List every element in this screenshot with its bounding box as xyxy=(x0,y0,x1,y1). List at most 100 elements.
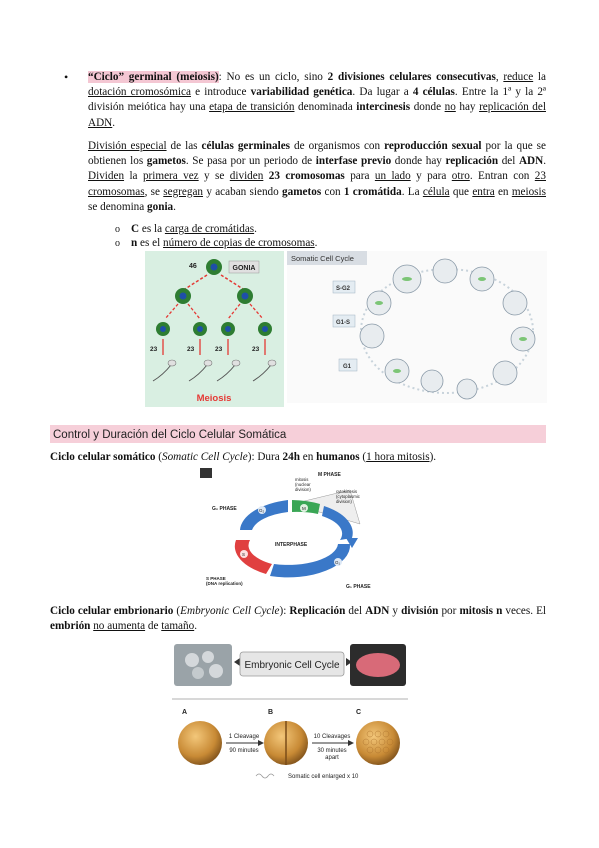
text-segment: veces. El xyxy=(502,605,547,617)
embryo-figure-title: Embryonic Cell Cycle xyxy=(244,660,339,671)
m-phase-label: M PHASE xyxy=(318,472,341,478)
text-segment: . xyxy=(173,200,176,213)
text-segment: replicación del ADN xyxy=(88,101,546,129)
arrow2-line2: 30 minutes xyxy=(317,748,346,754)
text-segment: y xyxy=(389,605,402,617)
text-segment: en xyxy=(299,451,317,463)
text-segment: . Da lugar a xyxy=(352,86,413,99)
somatic-cycle-diagram: Somatic Cell Cycle S-G2 G1-S G1 xyxy=(287,251,536,400)
text-segment: . Entran con xyxy=(469,170,535,183)
interphase-label: INTERPHASE xyxy=(275,542,308,548)
text-segment: Ciclo celular somático xyxy=(50,451,156,463)
somatic-figure-title: Somatic Cell Cycle xyxy=(291,254,354,263)
text-segment: del xyxy=(345,605,366,617)
label-g1: G1 xyxy=(343,364,352,370)
g1-marker: G₁ xyxy=(335,560,341,565)
text-segment: que xyxy=(449,185,473,198)
text-segment: División especial xyxy=(88,140,167,152)
gamete-n-4: 23 xyxy=(252,346,260,353)
sub-bullet-c: C es la carga de cromátidas. xyxy=(131,222,431,237)
text-segment: 24h xyxy=(282,451,300,463)
text-segment: la xyxy=(124,170,143,183)
g2-phase-label: G₂ PHASE xyxy=(212,506,237,512)
meiosis-46: 46 xyxy=(189,263,197,270)
text-segment: etapa de transición xyxy=(209,101,295,114)
text-segment: entra xyxy=(472,185,495,198)
embryonic-cycle-figure: Embryonic Cell Cycle A B C 1 Cleavage xyxy=(172,640,408,780)
somatic-cycle-figure: Somatic Cell Cycle S-G2 G1-S G1 xyxy=(287,251,547,403)
text-segment: . La xyxy=(401,185,423,198)
text-segment: se denomina xyxy=(88,200,148,213)
meiosis-paragraph-1: “Ciclo” germinal (meiosis): No es un cic… xyxy=(88,70,546,131)
embryo-b-label: B xyxy=(268,709,273,716)
text-segment: y para xyxy=(410,170,452,183)
sub-bullet-marker: o xyxy=(115,238,120,249)
text-segment: tamaño xyxy=(161,620,195,633)
text-segment: : No es un ciclo, sino xyxy=(218,71,328,83)
text-segment: carga de cromátidas xyxy=(164,223,255,235)
sub-bullet-marker: o xyxy=(115,224,120,235)
text-segment: variabilidad genética xyxy=(250,86,353,99)
arrow2-line1: 10 Cleavages xyxy=(314,734,351,740)
text-segment: intercinesis xyxy=(356,101,411,114)
text-segment: . xyxy=(314,237,318,249)
text-segment: y se xyxy=(198,170,230,183)
text-segment: n xyxy=(131,237,138,249)
text-segment: segregan xyxy=(163,185,204,198)
text-segment: ADN xyxy=(518,155,544,168)
text-segment: primera vez xyxy=(142,170,199,183)
text-segment: ): xyxy=(279,605,290,617)
gamete-n-1: 23 xyxy=(150,346,158,353)
text-segment: . Se pasa por un periodo de xyxy=(185,155,316,168)
text-segment: ( xyxy=(155,451,162,463)
text-segment: un lado xyxy=(374,170,411,183)
s-marker: S xyxy=(242,552,245,557)
text-segment: meiosis xyxy=(511,185,546,198)
gamete-n-3: 23 xyxy=(215,346,223,353)
embryo-a-label: A xyxy=(182,709,187,716)
text-segment: donde hay xyxy=(391,155,446,168)
embryo-c-label: C xyxy=(356,709,361,716)
text-segment: , se xyxy=(144,185,164,198)
arrow2-line3: apart xyxy=(325,755,339,761)
text-segment: número de copias de cromosomas xyxy=(163,237,315,249)
text-segment: Replicación xyxy=(289,605,346,617)
text-segment: . xyxy=(112,116,116,129)
text-segment: 4 células xyxy=(412,86,455,99)
text-segment: otro xyxy=(451,170,470,183)
text-segment: Somatic Cell Cycle xyxy=(161,451,248,463)
s-phase-label: S PHASE(DNA replication) xyxy=(206,576,243,586)
text-segment: de organismos con xyxy=(290,140,385,152)
meiosis-paragraph-2: División especial de las células germina… xyxy=(88,139,546,215)
arrow1-line2: 90 minutes xyxy=(229,748,258,754)
text-segment: células germinales xyxy=(201,140,291,152)
text-segment: no xyxy=(444,101,456,114)
text-segment: de xyxy=(145,620,162,633)
somatic-cycle-line: Ciclo celular somático (Somatic Cell Cyc… xyxy=(50,450,546,465)
text-segment: mitosis n xyxy=(459,605,503,617)
arrow1-line1: 1 Cleavage xyxy=(229,734,260,740)
text-segment: ( xyxy=(359,451,367,463)
text-segment: es la xyxy=(139,223,165,235)
text-segment: para xyxy=(344,170,375,183)
embryonic-cycle-diagram: Embryonic Cell Cycle A B C 1 Cleavage xyxy=(172,644,408,780)
text-segment: ( xyxy=(173,605,181,617)
text-segment: interfase previo xyxy=(315,155,392,168)
text-segment: denominada xyxy=(294,101,357,114)
text-segment: hay xyxy=(455,101,480,114)
label-s-g2: S-G2 xyxy=(336,286,351,292)
bullet-dot: • xyxy=(64,70,69,84)
text-segment: la xyxy=(533,71,546,83)
section-header-title: Control y Duración del Ciclo Celular Som… xyxy=(53,429,287,441)
text-segment: no aumenta xyxy=(93,620,146,633)
text-segment: Embryonic Cell Cycle xyxy=(180,605,280,617)
g2-marker: G₂ xyxy=(259,508,265,513)
text-segment: reduce xyxy=(503,71,534,83)
meiosis-figure: 46 GONIA 23 23 23 23 Meiosis xyxy=(145,251,284,407)
meiosis-title: “Ciclo” germinal (meiosis) xyxy=(88,71,219,83)
text-segment: gonia xyxy=(147,200,174,213)
gamete-n-2: 23 xyxy=(187,346,195,353)
meiosis-figure-title: Meiosis xyxy=(197,393,232,404)
